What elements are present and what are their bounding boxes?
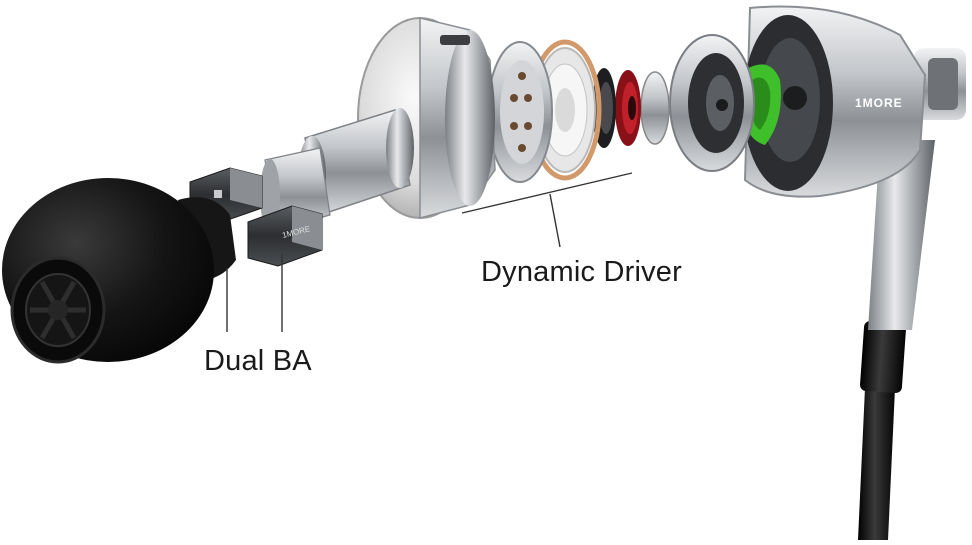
stem-metal xyxy=(868,48,966,330)
housing-logo-text: 1MORE xyxy=(855,96,903,110)
front-vent-plate xyxy=(487,41,553,183)
dynamic-driver-leader xyxy=(461,172,633,248)
driver-rings xyxy=(592,68,670,148)
ba-unit-lower: 1MORE xyxy=(247,205,323,267)
earphone-housing: 1MORE xyxy=(743,5,927,198)
silicone-ear-tip xyxy=(2,178,214,364)
cable xyxy=(858,321,906,540)
dynamic-driver-diaphragm xyxy=(528,39,602,181)
rear-chamber xyxy=(669,34,755,172)
dual-ba-leader xyxy=(226,254,283,332)
dual-ba-label: Dual BA xyxy=(204,345,312,377)
dynamic-driver-label: Dynamic Driver xyxy=(481,256,682,288)
